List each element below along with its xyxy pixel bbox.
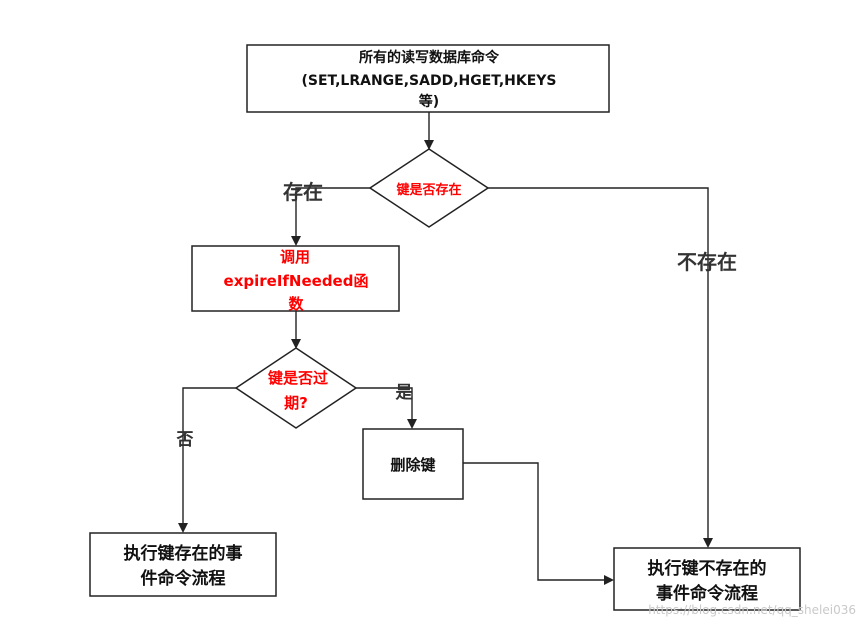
start-line-3: 等) [419, 93, 439, 110]
call-expire-node: 调用 expireIfNeeded函 数 [191, 245, 400, 313]
edge-label-no: 否 [176, 430, 194, 450]
not-exist-flow-node: 执行键不存在的 事件命令流程 [613, 547, 801, 611]
expired-line-2: 期? [284, 394, 308, 412]
watermark-text: https://blog.csdn.net/qq_shelei036 [648, 603, 856, 617]
start-box [246, 44, 610, 113]
start-line-1: 所有的读写数据库命令 [359, 49, 500, 66]
edge-expired-no [178, 387, 236, 533]
edge-delete-to-not-exist [463, 462, 614, 585]
edge-exists-no [488, 187, 713, 548]
start-line-2: (SET,LRANGE,SADD,HGET,HKEYS [301, 73, 556, 89]
exist-flow-line-1: 执行键存在的事 [124, 543, 243, 564]
edge-expired-yes [356, 387, 417, 429]
start-node: 所有的读写数据库命令 (SET,LRANGE,SADD,HGET,HKEYS 等… [246, 44, 610, 113]
exists-decision: 键是否存在 [368, 148, 490, 228]
call-expire-line-2: expireIfNeeded函 [224, 272, 369, 290]
not-exist-flow-box [613, 547, 801, 611]
delete-key-box [362, 428, 464, 500]
expired-diamond [234, 347, 358, 429]
call-expire-line-1: 调用 [280, 248, 310, 266]
call-expire-box [191, 245, 400, 312]
expired-line-1: 键是否过 [267, 369, 328, 387]
not-exist-flow-line-1: 执行键不存在的 [648, 558, 767, 579]
exists-diamond [368, 148, 490, 228]
delete-key-node: 删除键 [362, 428, 464, 500]
exist-flow-node: 执行键存在的事 件命令流程 [89, 532, 277, 597]
edge-label-exists: 存在 [283, 180, 323, 204]
expired-decision: 键是否过 期? [234, 347, 358, 429]
connectors [178, 112, 713, 585]
exist-flow-box [89, 532, 277, 597]
edge-exists-yes [291, 187, 370, 246]
edge-label-not-exists: 不存在 [677, 250, 737, 274]
not-exist-flow-line-2: 事件命令流程 [656, 583, 758, 604]
call-expire-line-3: 数 [288, 295, 304, 313]
delete-key-label: 删除键 [390, 456, 435, 474]
exists-label: 键是否存在 [395, 182, 461, 198]
exist-flow-line-2: 件命令流程 [141, 568, 226, 589]
edge-label-yes: 是 [396, 383, 413, 403]
